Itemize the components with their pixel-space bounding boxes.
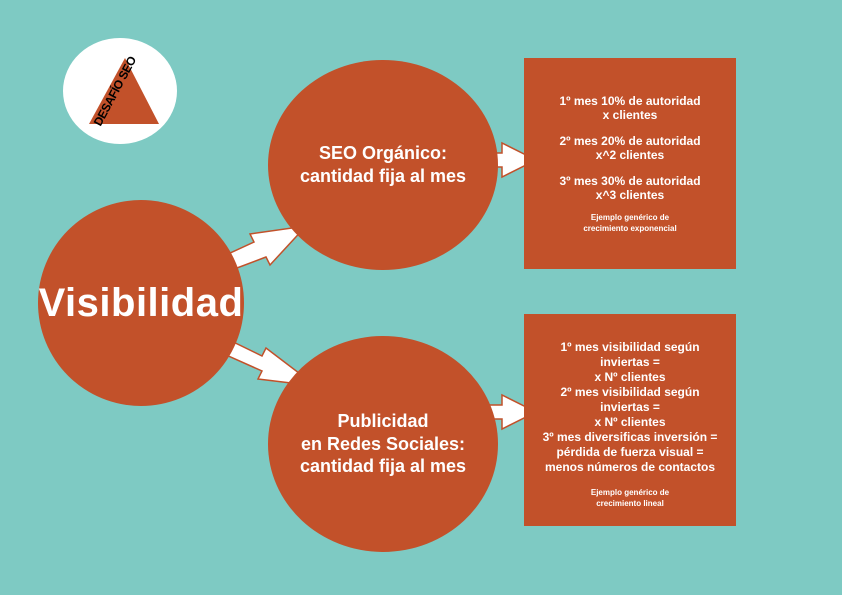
pub-growth-box: 1º mes visibilidad según inviertas = x N…	[524, 314, 736, 526]
pub-line-1: 1º mes visibilidad según	[560, 340, 700, 354]
logo: DESAFÍO SEO	[63, 38, 177, 144]
seo-month3-line2: x^3 clientes	[595, 188, 665, 202]
visibilidad-node: Visibilidad	[38, 200, 244, 406]
pub-line-7: 3º mes diversificas inversión =	[542, 430, 718, 444]
seo-note: Ejemplo genérico de crecimiento exponenc…	[524, 212, 736, 234]
pub-line-5: inviertas =	[600, 400, 660, 414]
seo-month2-line2: x^2 clientes	[595, 148, 665, 162]
pub-subtitle-1: en Redes Sociales:	[300, 433, 466, 454]
seo-organico-node: SEO Orgánico: cantidad fija al mes	[268, 60, 498, 270]
visibilidad-label: Visibilidad	[38, 280, 244, 325]
pub-line-6: x Nº clientes	[594, 415, 666, 429]
seo-growth-box: 1º mes 10% de autoridad x clientes 2º me…	[524, 58, 736, 269]
pub-line-4: 2º mes visibilidad según	[560, 385, 700, 399]
seo-month2-line1: 2º mes 20% de autoridad	[559, 134, 701, 148]
seo-title: SEO Orgánico:	[318, 142, 448, 163]
seo-month1-line1: 1º mes 10% de autoridad	[559, 94, 701, 108]
pub-line-3: x Nº clientes	[594, 370, 666, 384]
pub-note-line2: crecimiento lineal	[596, 499, 664, 508]
seo-note-line2: crecimiento exponencial	[583, 224, 677, 233]
publicidad-node: Publicidad en Redes Sociales: cantidad f…	[268, 336, 498, 552]
pub-note: Ejemplo genérico de crecimiento lineal	[524, 487, 736, 509]
pub-line-8: pérdida de fuerza visual =	[556, 445, 704, 459]
seo-subtitle: cantidad fija al mes	[299, 166, 467, 186]
seo-month1-line2: x clientes	[602, 108, 658, 122]
pub-title: Publicidad	[337, 411, 429, 432]
seo-note-line1: Ejemplo genérico de	[590, 213, 670, 222]
seo-month3-line1: 3º mes 30% de autoridad	[559, 174, 701, 188]
pub-line-2: inviertas =	[600, 355, 660, 369]
pub-subtitle-2: cantidad fija al mes	[299, 456, 467, 477]
mountain-icon	[89, 58, 159, 124]
pub-note-line1: Ejemplo genérico de	[590, 488, 670, 497]
pub-line-9: menos números de contactos	[544, 460, 716, 474]
